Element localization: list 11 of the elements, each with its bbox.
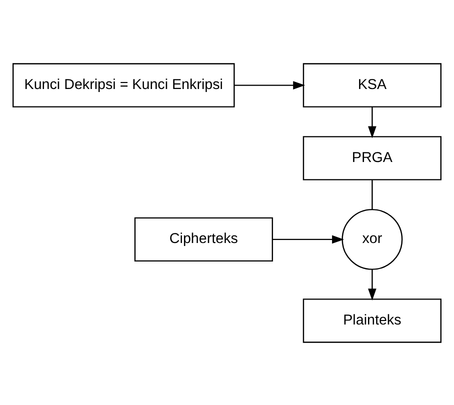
node-box: Plainteks	[302, 298, 442, 342]
node-box: Kunci Dekripsi = Kunci Enkripsi	[12, 62, 235, 107]
node-circle: xor	[342, 208, 403, 270]
arrow	[368, 106, 376, 138]
node-box: KSA	[302, 62, 442, 107]
arrow	[234, 80, 306, 89]
node-box: Cipherteks	[134, 216, 273, 262]
arrow	[272, 234, 344, 244]
connector	[372, 180, 373, 209]
node-box: PRGA	[302, 136, 442, 180]
arrow	[368, 269, 376, 300]
